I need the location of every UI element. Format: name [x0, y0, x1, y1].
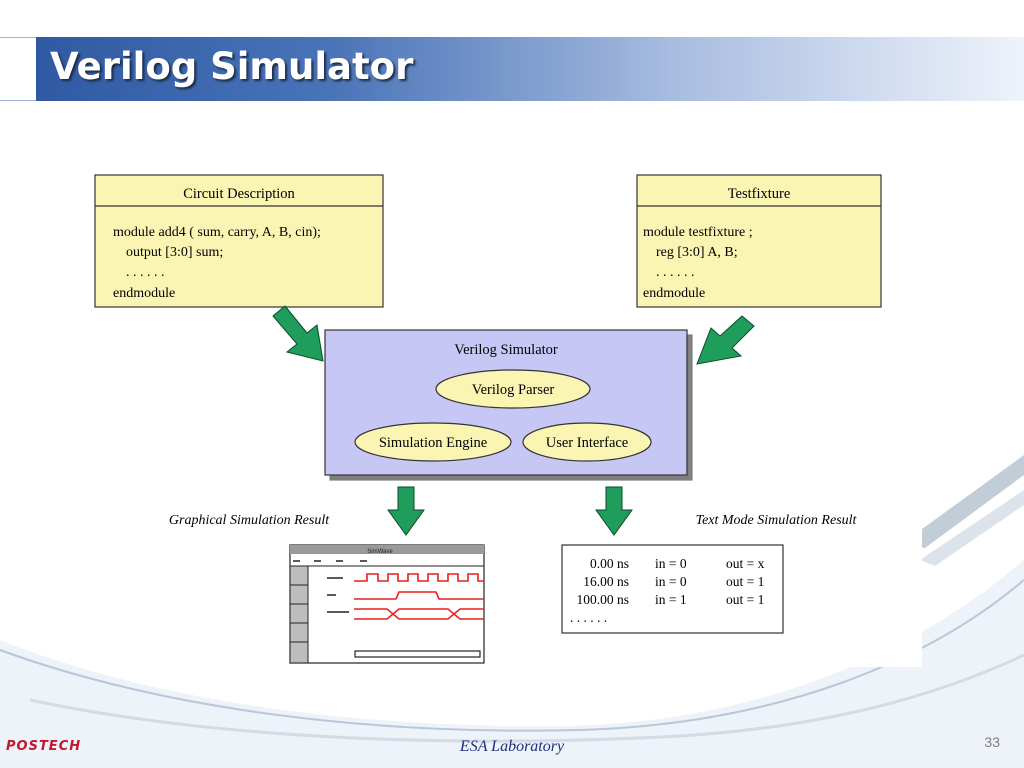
arrow-circuit-to-simulator [272, 305, 324, 362]
wave-bus-bottom [354, 612, 484, 620]
circuit-line-2: output [3:0] sum; [126, 245, 223, 260]
testfixture-line-3: . . . . . . [656, 265, 695, 280]
text-row-3-time: 100.00 ns [576, 592, 629, 607]
ui-ellipse [522, 422, 652, 462]
circuit-line-3: . . . . . . [126, 265, 165, 280]
wave-bus-top [354, 608, 484, 616]
engine-label: Simulation Engine [379, 435, 487, 451]
footer-lab-name: ESA Laboratory [459, 738, 565, 755]
title-rule [0, 37, 36, 101]
text-row-2-in: in = 0 [655, 574, 687, 589]
testfixture-header: Testfixture [728, 186, 791, 202]
verilog-simulator-box: Verilog Simulator Verilog Parser Simulat… [324, 329, 688, 476]
circuit-line-4: endmodule [113, 286, 175, 301]
arrow-simulator-to-text [595, 486, 633, 536]
circuit-line-1: module add4 ( sum, carry, A, B, cin); [113, 225, 321, 240]
wave-clock [354, 573, 484, 582]
parser-ellipse [435, 369, 591, 409]
text-row-3-in: in = 1 [655, 592, 687, 607]
arrow-testfixture-to-simulator [696, 315, 755, 365]
ui-label: User Interface [546, 435, 629, 451]
simwave-title: SimWave [367, 549, 393, 555]
text-row-1-time: 0.00 ns [590, 556, 629, 571]
graphical-result-label: Graphical Simulation Result [169, 513, 330, 528]
testfixture-box: Testfixture module testfixture ; reg [3:… [636, 174, 882, 308]
text-row-2-time: 16.00 ns [583, 574, 629, 589]
page-number: 33 [984, 734, 1000, 750]
testfixture-line-4: endmodule [643, 286, 705, 301]
simwave-scrollbar [354, 650, 481, 658]
testfixture-line-1: module testfixture ; [643, 225, 753, 240]
text-result-box: 0.00 ns in = 0 out = x 16.00 ns in = 0 o… [561, 544, 784, 634]
simwave-window: SimWave [289, 544, 485, 664]
text-row-2-out: out = 1 [726, 574, 764, 589]
testfixture-line-2: reg [3:0] A, B; [656, 245, 738, 260]
circuit-description-header: Circuit Description [183, 186, 295, 202]
arrow-simulator-to-graphical [387, 486, 425, 536]
circuit-description-box: Circuit Description module add4 ( sum, c… [94, 174, 384, 308]
text-result-label: Text Mode Simulation Result [696, 513, 858, 528]
parser-label: Verilog Parser [472, 382, 555, 398]
text-row-1-in: in = 0 [655, 556, 687, 571]
slide-title: Verilog Simulator [50, 45, 414, 88]
simulator-title: Verilog Simulator [454, 342, 558, 358]
text-row-1-out: out = x [726, 556, 765, 571]
text-result-ellipsis: . . . . . . [570, 610, 607, 625]
text-row-3-out: out = 1 [726, 592, 764, 607]
wave-signal [354, 591, 484, 600]
title-bar: Verilog Simulator [36, 37, 1024, 101]
engine-ellipse [354, 422, 512, 462]
postech-logo: POSTECH [6, 739, 82, 754]
